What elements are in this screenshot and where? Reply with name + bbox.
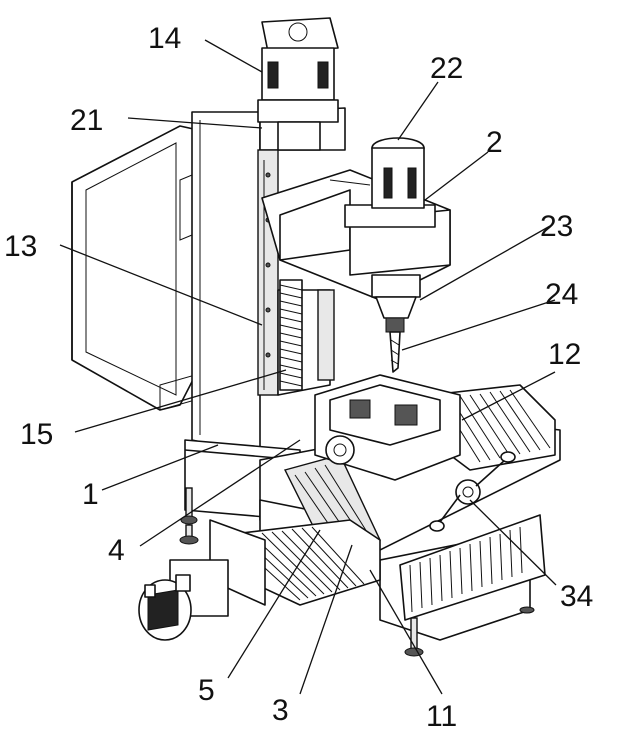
callout-12: 12 [548,338,581,371]
callout-21: 21 [70,104,103,137]
spindle-motor-14 [257,17,339,151]
callout-1: 1 [82,478,99,511]
tool-24 [389,331,401,373]
vise-fixture [314,374,461,481]
callout-11: 11 [426,700,457,733]
callout-5: 5 [198,674,215,707]
left-cabinet [71,125,199,411]
callout-labels: 14 22 21 2 23 13 24 12 15 1 4 34 5 3 11 [4,22,593,733]
spindle-23 [371,274,421,333]
motor-22 [371,137,425,209]
callout-2: 2 [486,126,503,159]
callout-14: 14 [148,22,181,55]
callout-24: 24 [545,278,578,311]
servo-motor-5 [138,519,266,641]
handle-34 [429,451,516,532]
ball-screw-15 [279,279,303,391]
callout-15: 15 [20,418,53,451]
callout-23: 23 [540,210,573,243]
callout-22: 22 [430,52,463,85]
callout-3: 3 [272,694,289,727]
callout-4: 4 [108,534,125,567]
callout-13: 13 [4,230,37,263]
callout-34: 34 [560,580,593,613]
leader-lines [59,39,557,695]
